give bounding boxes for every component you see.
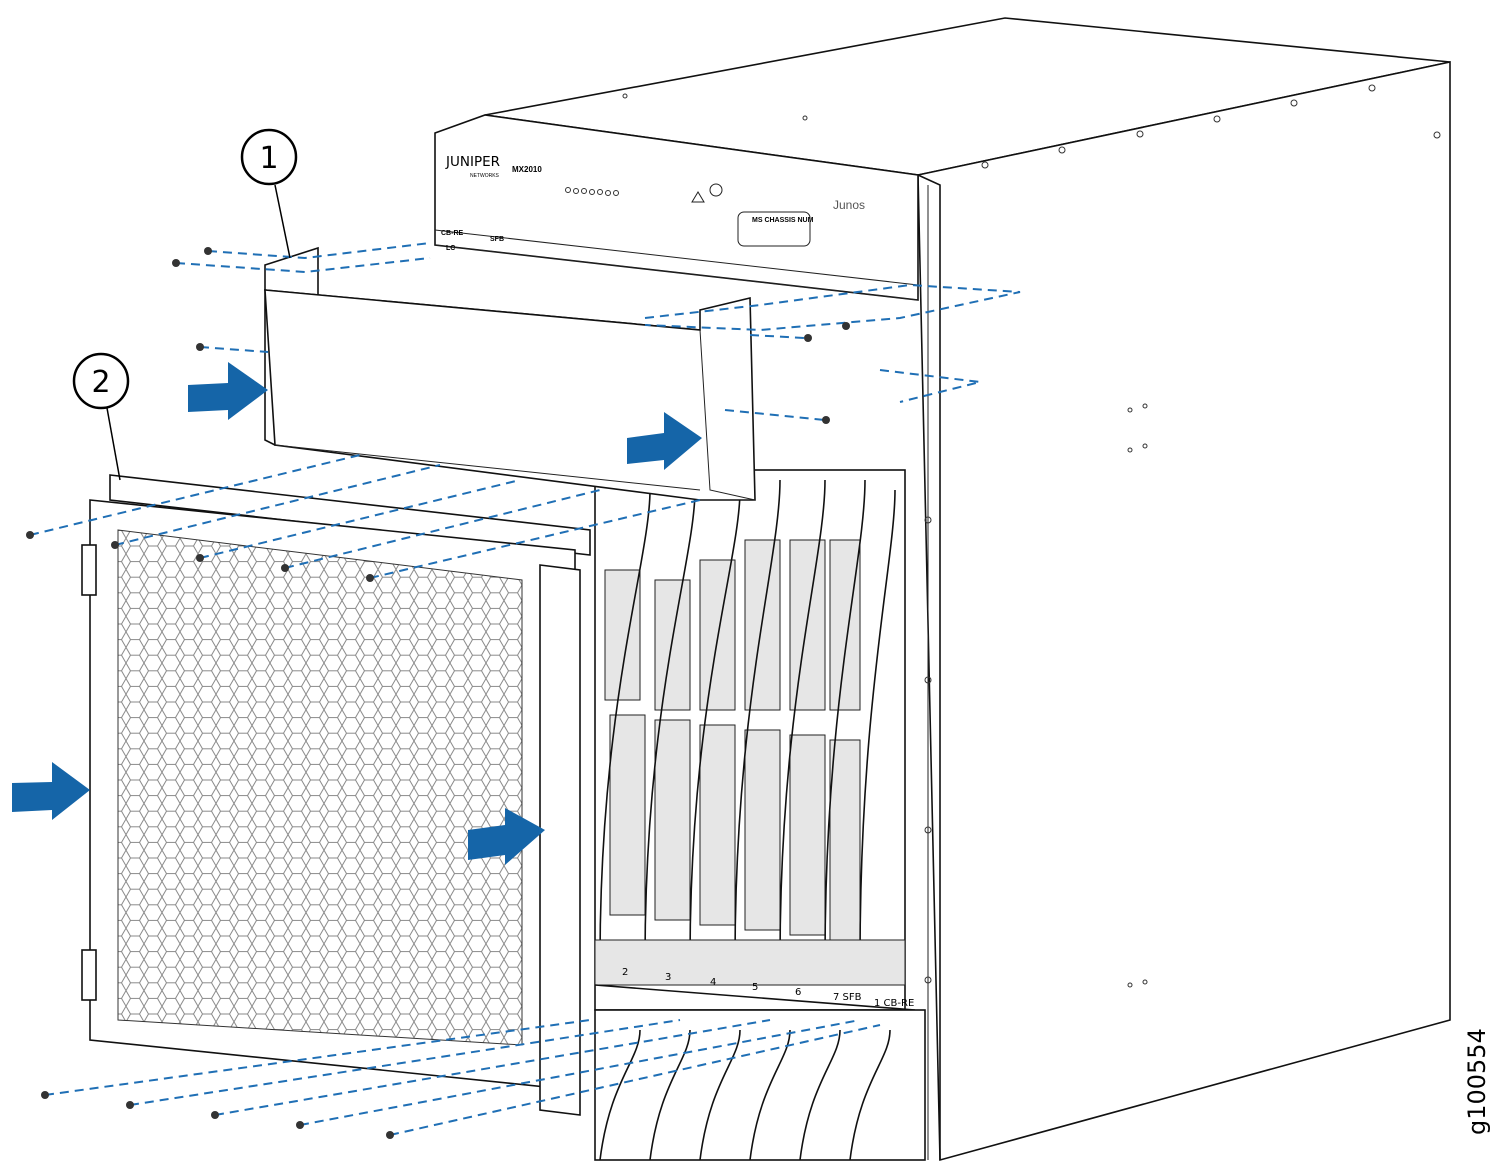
arrow-right-icon	[12, 762, 90, 820]
upper-cover-plate	[264, 246, 756, 501]
arrow-right-icon	[627, 412, 702, 470]
cb-re-label: CB-RE	[441, 230, 463, 237]
callout-1: 1	[240, 128, 298, 259]
slot-label-2: 2	[622, 967, 628, 978]
callout-2-label: 2	[91, 365, 110, 400]
alarm-circle-icon	[709, 183, 723, 197]
arrow-right-icon	[468, 808, 545, 865]
direction-arrows	[12, 362, 702, 865]
slot-label-3: 3	[665, 972, 671, 983]
sfb-label: SFB	[490, 236, 504, 243]
air-filter-panel	[81, 474, 591, 1116]
chassis-module	[737, 211, 811, 247]
junos-logo: Junos	[833, 198, 865, 212]
chassis-rivets	[622, 84, 1441, 988]
juniper-logo: JUNIPER	[445, 155, 500, 170]
lc-label: LC	[446, 245, 455, 252]
slot-label-7-sfb: 7 SFB	[833, 992, 862, 1003]
screws	[26, 247, 850, 1139]
arrow-right-icon	[188, 362, 268, 420]
callout-2: 2	[72, 352, 130, 481]
alignment-guides	[29, 242, 1021, 1136]
line-card-cage: 2 3 4 5 6 7 SFB 1 CB-RE	[594, 469, 926, 1161]
alarm-triangle-icon	[691, 191, 705, 203]
model-label: MX2010	[512, 165, 542, 174]
juniper-logo-sub: NETWORKS	[470, 173, 500, 179]
callout-1-label: 1	[259, 141, 278, 176]
slot-label-5: 5	[752, 982, 758, 993]
slot-label-4: 4	[710, 977, 716, 988]
fan-leds	[565, 187, 619, 196]
chassis: JUNIPER NETWORKS MX2010 Junos MS CHASSIS…	[434, 17, 1451, 1162]
module-label: MS CHASSIS NUM	[752, 217, 814, 224]
slot-label-1-cb-re: 1 CB-RE	[874, 998, 914, 1009]
slot-label-6: 6	[795, 987, 801, 998]
figure-id: g100554	[1463, 1028, 1491, 1135]
